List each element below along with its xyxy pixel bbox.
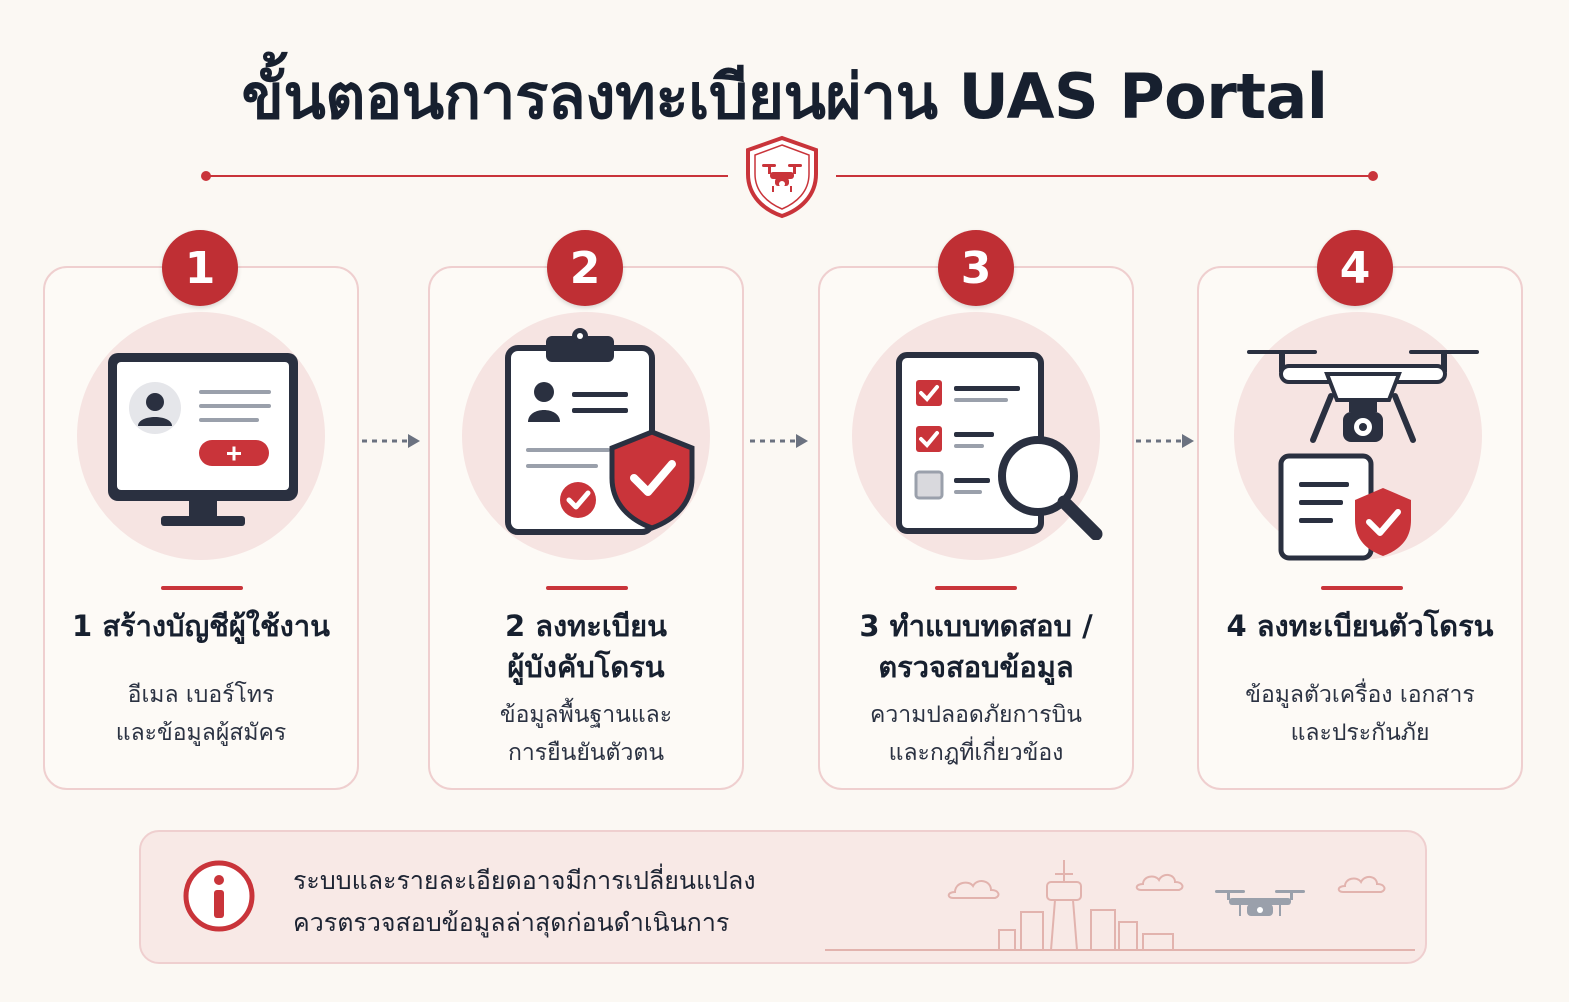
divider-dot-left bbox=[201, 171, 211, 181]
divider-right bbox=[836, 175, 1372, 177]
step-number-badge: 1 bbox=[162, 230, 238, 306]
accent-bar bbox=[546, 586, 628, 590]
page-title: ขั้นตอนการลงทะเบียนผ่าน UAS Portal bbox=[241, 60, 1328, 133]
arrow-right-icon bbox=[1136, 434, 1194, 448]
step-number-badge: 2 bbox=[547, 230, 623, 306]
accent-bar bbox=[1321, 586, 1403, 590]
step-title-line: 1 สร้างบัญชีผู้ใช้งาน bbox=[72, 609, 330, 643]
info-icon bbox=[183, 860, 255, 932]
step-desc-line: ข้อมูลตัวเครื่อง เอกสาร bbox=[1245, 682, 1475, 708]
step-description: ข้อมูลตัวเครื่อง เอกสาร และประกันภัย bbox=[1197, 676, 1523, 752]
city-skyline-drone-icon bbox=[825, 860, 1415, 951]
step-title-line: 3 ทำแบบทดสอบ / bbox=[859, 609, 1093, 643]
step-description: ความปลอดภัยการบิน และกฎที่เกี่ยวข้อง bbox=[818, 696, 1134, 772]
step-desc-line: ข้อมูลพื้นฐานและ bbox=[499, 702, 673, 728]
step-desc-line: และข้อมูลผู้สมัคร bbox=[115, 720, 287, 746]
divider-dot-right bbox=[1368, 171, 1378, 181]
step-title: 4 ลงทะเบียนตัวโดรน bbox=[1197, 606, 1523, 647]
step-title-line: ผู้บังคับโดรน bbox=[507, 650, 665, 684]
checklist-magnifier-icon bbox=[896, 352, 1103, 540]
notice-line: ระบบและรายละเอียดอาจมีการเปลี่ยนแปลง bbox=[293, 866, 756, 895]
notice-text: ระบบและรายละเอียดอาจมีการเปลี่ยนแปลง ควร… bbox=[293, 860, 756, 944]
step-desc-line: และประกันภัย bbox=[1290, 720, 1430, 746]
step-title-line: 4 ลงทะเบียนตัวโดรน bbox=[1226, 609, 1494, 643]
step-title: 2 ลงทะเบียน ผู้บังคับโดรน bbox=[428, 606, 744, 688]
accent-bar bbox=[935, 586, 1017, 590]
drone-document-icon bbox=[1247, 350, 1479, 561]
arrow-right-icon bbox=[750, 434, 808, 448]
shield-drone-emblem-icon bbox=[746, 135, 818, 219]
step-number-badge: 3 bbox=[938, 230, 1014, 306]
accent-bar bbox=[161, 586, 243, 590]
step-desc-line: อีเมล เบอร์โทร bbox=[127, 682, 275, 708]
step-desc-line: ความปลอดภัยการบิน bbox=[870, 702, 1082, 728]
arrow-right-icon bbox=[362, 434, 420, 448]
step-desc-line: และกฎที่เกี่ยวข้อง bbox=[888, 740, 1064, 766]
divider-left bbox=[206, 175, 728, 177]
step-title: 3 ทำแบบทดสอบ / ตรวจสอบข้อมูล bbox=[818, 606, 1134, 688]
step-desc-line: การยืนยันตัวตน bbox=[507, 740, 665, 766]
step-description: ข้อมูลพื้นฐานและ การยืนยันตัวตน bbox=[428, 696, 744, 772]
step-number-badge: 4 bbox=[1317, 230, 1393, 306]
notice-line: ควรตรวจสอบข้อมูลล่าสุดก่อนดำเนินการ bbox=[293, 908, 730, 937]
step-title: 1 สร้างบัญชีผู้ใช้งาน bbox=[43, 606, 359, 647]
step-description: อีเมล เบอร์โทร และข้อมูลผู้สมัคร bbox=[43, 676, 359, 752]
clipboard-shield-icon bbox=[505, 328, 695, 535]
step-title-line: ตรวจสอบข้อมูล bbox=[878, 650, 1074, 684]
step-title-line: 2 ลงทะเบียน bbox=[504, 609, 668, 643]
computer-account-icon bbox=[108, 353, 298, 526]
notice-banner: ระบบและรายละเอียดอาจมีการเปลี่ยนแปลง ควร… bbox=[139, 830, 1427, 964]
